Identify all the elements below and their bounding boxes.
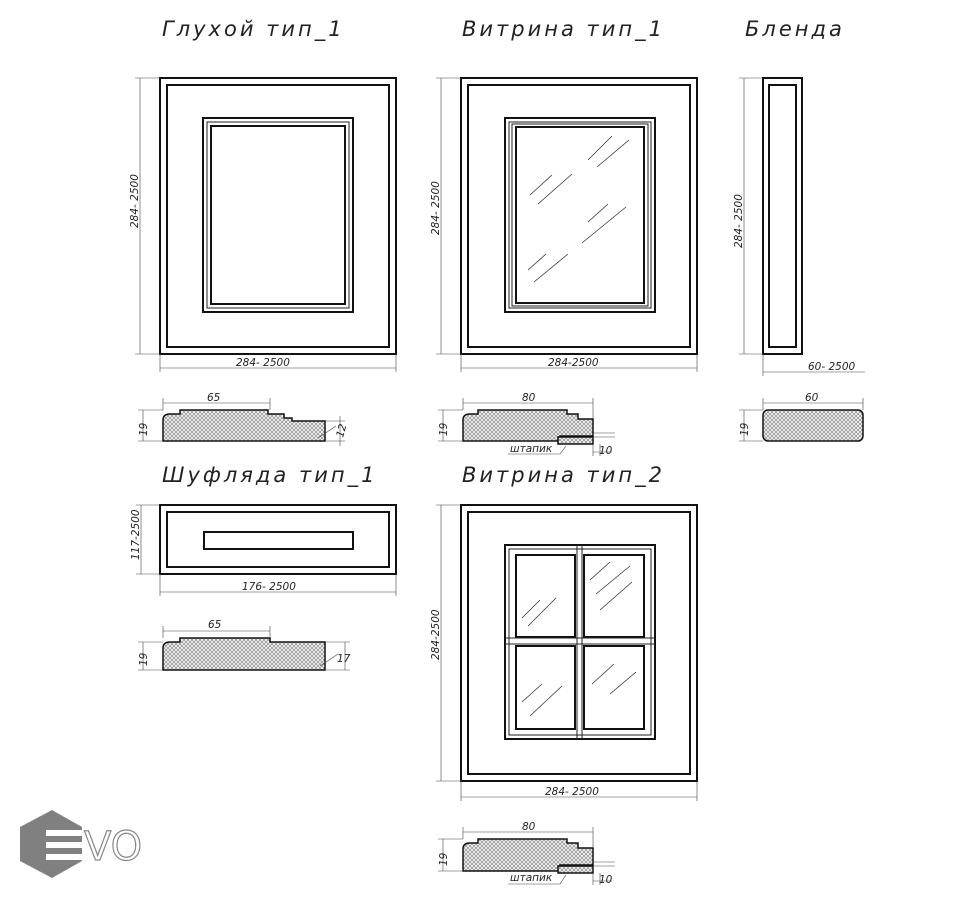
vitrina2-height-dim: 284-2500 xyxy=(430,609,442,660)
title-drawer: Шуфляда тип_1 xyxy=(162,463,377,488)
vitrina2-width-dim: 284- 2500 xyxy=(545,786,599,798)
drawer-profile-edge: 17 xyxy=(337,653,351,665)
drawer-profile-width: 65 xyxy=(208,619,222,631)
evo-logo: VO xyxy=(20,810,143,878)
vitrina2-profile xyxy=(438,827,615,885)
vitrina2-shtapik-width: 10 xyxy=(599,874,613,886)
vitrina2-profile-thickness: 19 xyxy=(438,852,450,866)
blind-height-dim: 284- 2500 xyxy=(129,174,141,228)
drawer-profile-thickness: 19 xyxy=(138,652,150,666)
title-vitrina1: Витрина тип_1 xyxy=(462,17,665,42)
blind-profile xyxy=(138,398,345,446)
blenda-height-dim: 284- 2500 xyxy=(733,194,745,248)
title-blind: Глухой тип_1 xyxy=(162,17,345,42)
blenda-facade xyxy=(739,77,865,442)
blind-profile-thickness: 19 xyxy=(138,422,150,436)
vitrina1-width-dim: 284-2500 xyxy=(548,357,599,369)
blind-facade xyxy=(135,77,397,372)
title-vitrina2: Витрина тип_2 xyxy=(462,463,665,488)
vitrina1-profile xyxy=(438,398,615,456)
drawer-width-dim: 176- 2500 xyxy=(242,581,296,593)
drawer-height-dim: 117-2500 xyxy=(130,509,142,560)
vitrina1-height-dim: 284- 2500 xyxy=(430,181,442,235)
title-blenda: Бленда xyxy=(745,17,845,41)
drawer-facade xyxy=(136,504,397,671)
vitrina1-profile-thickness: 19 xyxy=(438,422,450,436)
vitrina1-shtapik-width: 10 xyxy=(599,445,613,457)
blind-profile-edge: 12 xyxy=(334,422,349,438)
vitrina1-shtapik-label: штапик xyxy=(510,443,553,455)
vitrina2-shtapik-label: штапик xyxy=(510,872,553,884)
vitrina1-facade xyxy=(436,77,698,372)
vitrina2-profile-width: 80 xyxy=(522,821,536,833)
blenda-profile-width: 60 xyxy=(805,392,819,404)
vitrina1-profile-width: 80 xyxy=(522,392,536,404)
blind-profile-width: 65 xyxy=(207,392,221,404)
blenda-width-dim: 60- 2500 xyxy=(808,361,856,373)
logo-text: VO xyxy=(84,824,142,870)
blenda-profile-thickness: 19 xyxy=(739,422,751,436)
vitrina2-facade xyxy=(436,504,698,801)
blind-width-dim: 284- 2500 xyxy=(236,357,290,369)
